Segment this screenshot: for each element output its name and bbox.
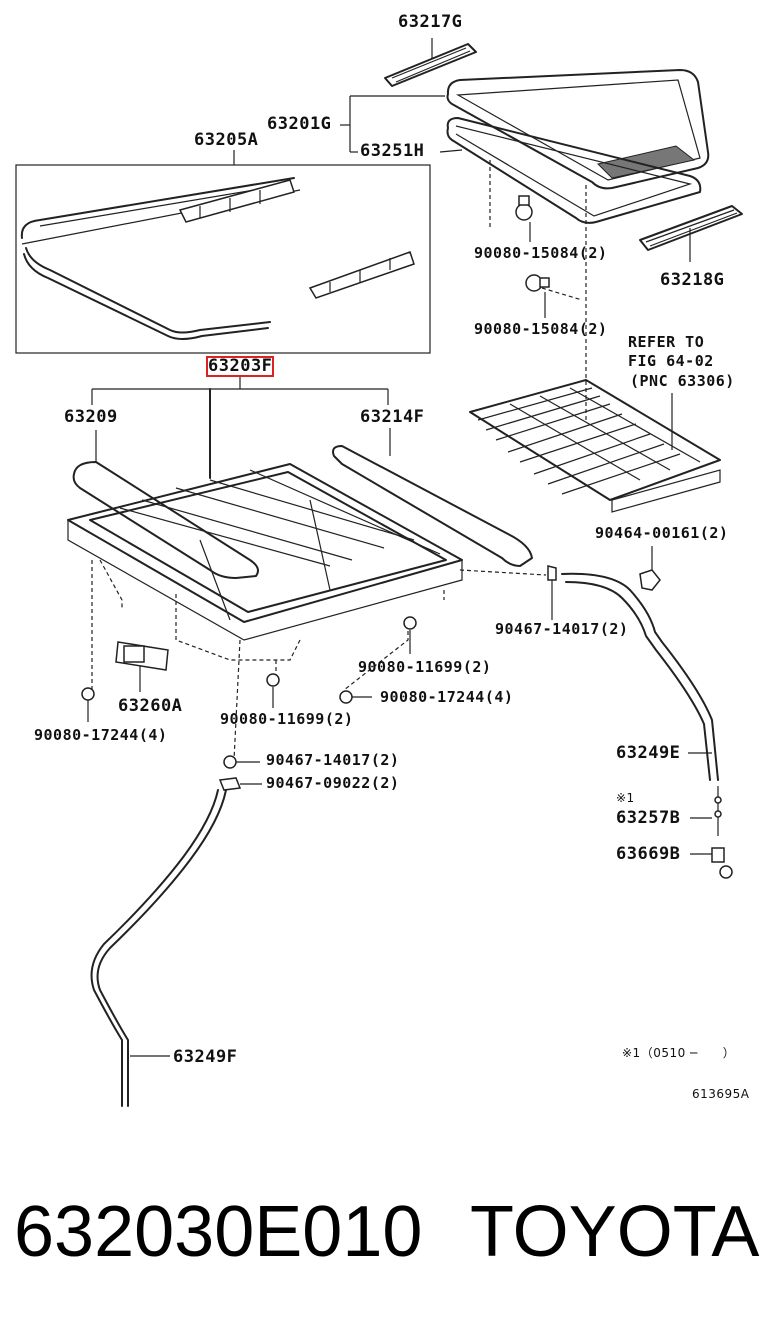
screw-90080-15084-a (489, 160, 533, 242)
bolt-90080-11699-b (266, 673, 280, 708)
label-refer-fig: FIG 64-02 (628, 352, 714, 370)
plug-63669B (690, 847, 733, 879)
label-note-mark: ※1 (616, 791, 635, 805)
label-refer-pnc: (PNC 63306) (630, 372, 735, 390)
label-63218G: 63218G (660, 270, 725, 290)
label-90467-14017-b: 90467-14017(2) (266, 751, 400, 769)
valve-63257B (690, 786, 722, 836)
label-90467-14017-a: 90467-14017(2) (495, 620, 629, 638)
drain-hose-63249E (547, 565, 719, 781)
deflector-63217G (384, 38, 477, 87)
label-90080-15084-b: 90080-15084(2) (474, 320, 608, 338)
label-90080-17244-a: 90080-17244(4) (380, 688, 514, 706)
label-63214F: 63214F (360, 407, 425, 427)
label-90080-11699-a: 90080-11699(2) (358, 658, 492, 676)
frame-bracket-63203F (91, 377, 389, 479)
label-90467-09022: 90467-09022(2) (266, 774, 400, 792)
glass-panel-63201G (446, 69, 710, 190)
sunshade-ref (469, 379, 721, 513)
label-63205A: 63205A (194, 130, 259, 150)
label-63249E: 63249E (616, 743, 681, 763)
label-63203F-highlighted: 63203F (205, 356, 275, 377)
deflector-63218G (639, 205, 743, 262)
housing-frame (67, 463, 463, 641)
label-63251H: 63251H (360, 141, 425, 161)
nut-90080-17244-a (81, 687, 95, 722)
label-63209: 63209 (64, 407, 118, 427)
label-note-range: ※1（0510 ─ ） (622, 1046, 736, 1060)
drain-hose-63249F (90, 755, 262, 1107)
label-figure-id: 613695A (692, 1087, 750, 1101)
nut-90080-17244-b (339, 690, 372, 704)
group-bracket (340, 95, 463, 153)
label-90080-15084-a: 90080-15084(2) (474, 244, 608, 262)
label-63249F: 63249F (173, 1047, 238, 1067)
drive-cable-box-63205A (15, 150, 431, 354)
bolt-90080-11699-a (403, 616, 417, 654)
label-63217G: 63217G (398, 12, 463, 32)
brand-name: TOYOTA (470, 1192, 760, 1272)
leader-lines (91, 559, 553, 761)
motor-63260A (115, 641, 169, 692)
label-63669B: 63669B (616, 844, 681, 864)
clip-90464-00161 (639, 546, 661, 591)
label-refer-to: REFER TO (628, 333, 705, 351)
label-90080-11699-b: 90080-11699(2) (220, 710, 354, 728)
screw-90080-15084-b (525, 185, 587, 420)
label-90464-00161: 90464-00161(2) (595, 524, 729, 542)
rail-63214F (332, 428, 533, 567)
weatherstrip-63251H (446, 117, 702, 224)
part-number: 632030E010 (14, 1192, 423, 1272)
rail-63209 (72, 430, 259, 579)
label-63201G: 63201G (267, 114, 332, 134)
label-63257B: 63257B (616, 808, 681, 828)
label-63260A: 63260A (118, 696, 183, 716)
label-90080-17244-b: 90080-17244(4) (34, 726, 168, 744)
